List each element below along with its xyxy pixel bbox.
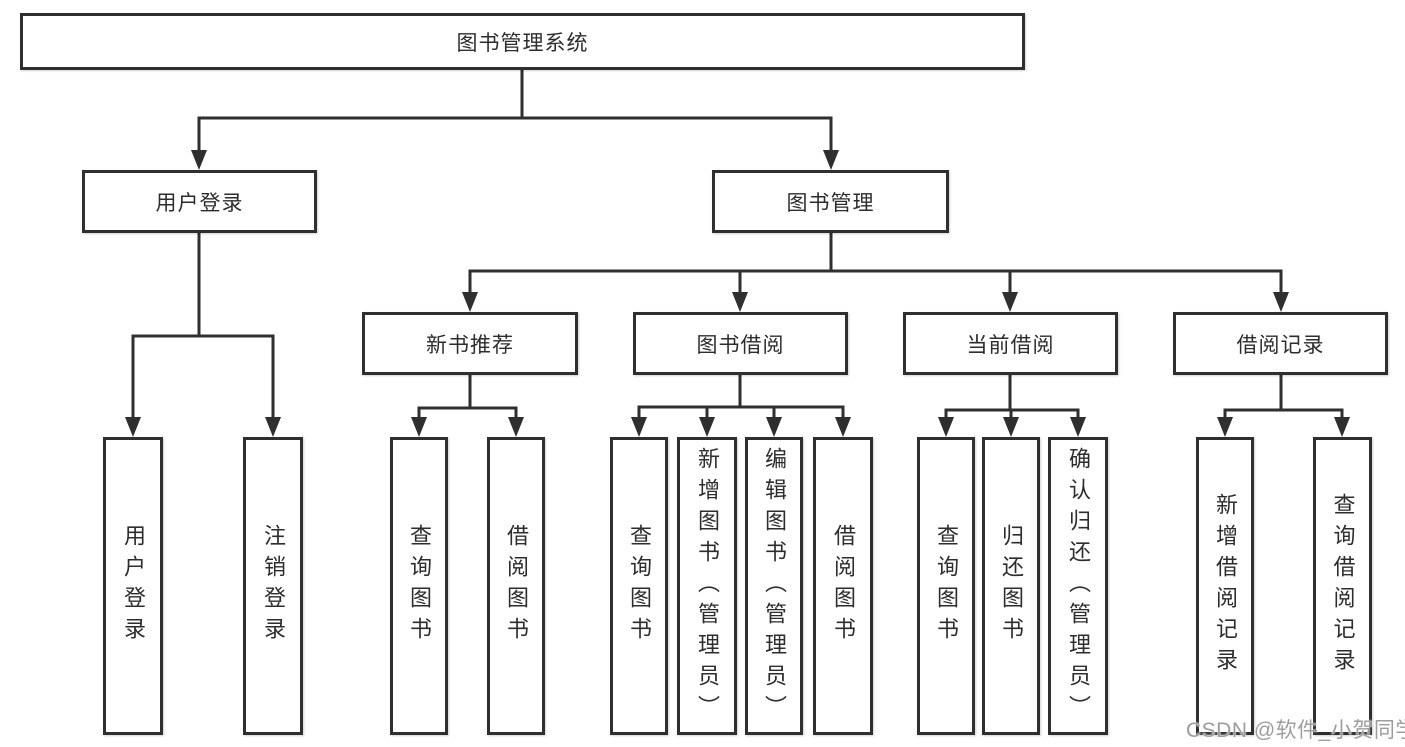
watermark: CSDN @软件_小贺同学 <box>1186 719 1405 742</box>
node-book-management: 图书管理 <box>712 170 949 233</box>
arrowhead-icon <box>508 417 524 437</box>
connector-new-book-recommend <box>417 375 518 428</box>
node-leaf-cb-confirm-return-admin: 确认归还（管理员） <box>1048 437 1108 735</box>
node-borrow-record: 借阅记录 <box>1173 312 1388 375</box>
arrowhead-icon <box>1003 417 1019 437</box>
arrowhead-icon <box>462 292 478 312</box>
node-leaf-user-login: 用户登录 <box>103 437 163 735</box>
arrowhead-icon <box>835 417 851 437</box>
node-leaf-logout: 注销登录 <box>243 437 303 735</box>
arrowhead-icon <box>699 417 715 437</box>
arrowhead-icon <box>1070 417 1086 437</box>
arrowhead-icon <box>823 150 839 170</box>
arrowhead-icon <box>766 417 782 437</box>
connector-book-borrow <box>637 375 845 428</box>
node-new-book-recommend: 新书推荐 <box>362 312 578 375</box>
arrowhead-icon <box>411 417 427 437</box>
arrowhead-icon <box>732 292 748 312</box>
arrowhead-icon <box>631 417 647 437</box>
node-leaf-bb-query-book: 查询图书 <box>610 437 668 735</box>
node-leaf-br-query-record: 查询借阅记录 <box>1313 437 1372 735</box>
connector-borrow-record <box>1223 375 1344 428</box>
node-leaf-cb-query-book: 查询图书 <box>917 437 975 735</box>
arrowhead-icon <box>1217 417 1233 437</box>
node-root: 图书管理系统 <box>20 13 1025 70</box>
node-book-borrow: 图书借阅 <box>633 312 848 375</box>
node-leaf-bb-edit-book-admin: 编辑图书（管理员） <box>745 437 803 735</box>
arrowhead-icon <box>265 417 281 437</box>
arrowhead-icon <box>1273 292 1289 312</box>
arrowhead-icon <box>191 150 207 170</box>
node-leaf-cb-return-book: 归还图书 <box>982 437 1040 735</box>
node-user-login: 用户登录 <box>82 170 317 233</box>
arrowhead-icon <box>125 417 141 437</box>
connector-root <box>197 70 833 160</box>
node-leaf-bb-borrow-book: 借阅图书 <box>813 437 873 735</box>
arrowhead-icon <box>1334 417 1350 437</box>
node-leaf-nb-query-book: 查询图书 <box>390 437 448 735</box>
node-leaf-nb-borrow-book: 借阅图书 <box>487 437 545 735</box>
connector-book-management <box>468 233 1283 303</box>
arrowhead-icon <box>1002 292 1018 312</box>
node-leaf-br-add-record: 新增借阅记录 <box>1196 437 1254 735</box>
arrowhead-icon <box>938 417 954 437</box>
node-leaf-bb-add-book-admin: 新增图书（管理员） <box>677 437 737 735</box>
node-current-borrow: 当前借阅 <box>903 312 1118 375</box>
arrowhead-group <box>125 150 1350 437</box>
connector-user-login <box>131 233 275 428</box>
